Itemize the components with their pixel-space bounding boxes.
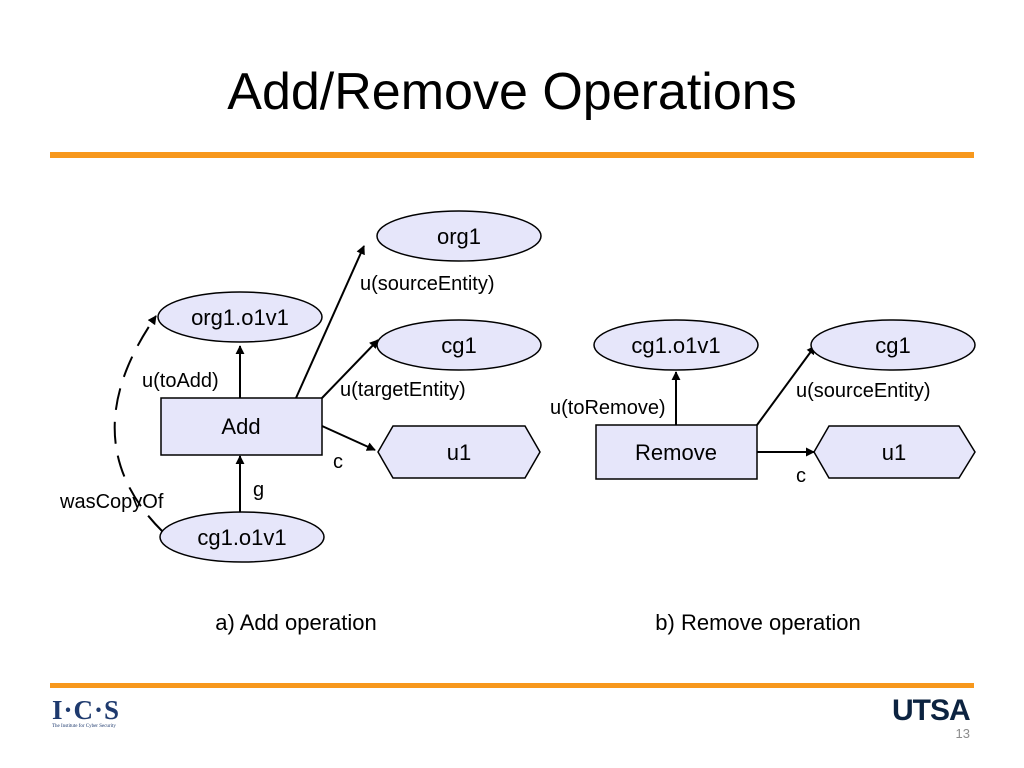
node-source-group: cg1 — [810, 319, 976, 371]
node-target-group-label: cg1 — [441, 333, 476, 358]
bottom-accent-rule — [50, 683, 974, 688]
edge-remove-source-entity — [756, 345, 816, 426]
edge-target-entity — [321, 339, 379, 399]
label-remove-controlled-by: c — [796, 465, 806, 487]
edge-controlled-by — [321, 425, 376, 451]
node-target-copy: org1.o1v1 — [157, 291, 323, 343]
node-target-copy-label: org1.o1v1 — [191, 305, 289, 330]
node-add-activity-label: Add — [221, 414, 260, 439]
edge-source-entity — [295, 245, 365, 399]
node-remove-user: u1 — [813, 425, 976, 479]
remove-operation-diagram: cg1.o1v1 cg1 Remove u1 u(toRemove) u(sou… — [550, 319, 976, 635]
node-target-group: cg1 — [376, 319, 542, 371]
node-remove-activity-label: Remove — [635, 440, 717, 465]
caption-add-operation: a) Add operation — [215, 610, 376, 635]
label-target-entity: u(targetEntity) — [340, 379, 466, 401]
label-generated: g — [253, 479, 264, 501]
edge-was-copy-of — [113, 315, 164, 533]
label-was-copy-of: wasCopyOf — [59, 491, 164, 513]
label-remove-source-entity: u(sourceEntity) — [796, 380, 931, 402]
ics-logo-tagline: The Institute for Cyber Security — [52, 724, 116, 729]
node-source-org: org1 — [376, 210, 542, 262]
add-operation-diagram: org1 org1.o1v1 cg1 Add u1 cg1.o1v1 u(toA… — [59, 210, 542, 635]
node-source-group-label: cg1 — [875, 333, 910, 358]
node-add-user: u1 — [377, 425, 541, 479]
node-removed-copy: cg1.o1v1 — [593, 319, 759, 371]
label-to-add: u(toAdd) — [142, 370, 219, 392]
ics-logo-letters: I·C·S — [52, 695, 121, 725]
node-add-activity: Add — [160, 397, 323, 456]
top-accent-rule — [50, 152, 974, 158]
node-remove-activity: Remove — [595, 424, 758, 480]
label-controlled-by: c — [333, 451, 343, 473]
page-number: 13 — [955, 726, 970, 741]
ics-logo: I·C·S The Institute for Cyber Security — [52, 696, 122, 736]
slide-title: Add/Remove Operations — [227, 63, 797, 121]
label-source-entity: u(sourceEntity) — [360, 273, 495, 295]
utsa-logo: UTSA — [892, 694, 971, 727]
node-add-user-label: u1 — [447, 440, 471, 465]
node-source-copy: cg1.o1v1 — [159, 511, 325, 563]
node-source-copy-label: cg1.o1v1 — [197, 525, 286, 550]
caption-remove-operation: b) Remove operation — [655, 610, 860, 635]
provenance-diagram: org1 org1.o1v1 cg1 Add u1 cg1.o1v1 u(toA… — [59, 210, 976, 635]
node-remove-user-label: u1 — [882, 440, 906, 465]
label-to-remove: u(toRemove) — [550, 397, 666, 419]
node-removed-copy-label: cg1.o1v1 — [631, 333, 720, 358]
node-source-org-label: org1 — [437, 224, 481, 249]
